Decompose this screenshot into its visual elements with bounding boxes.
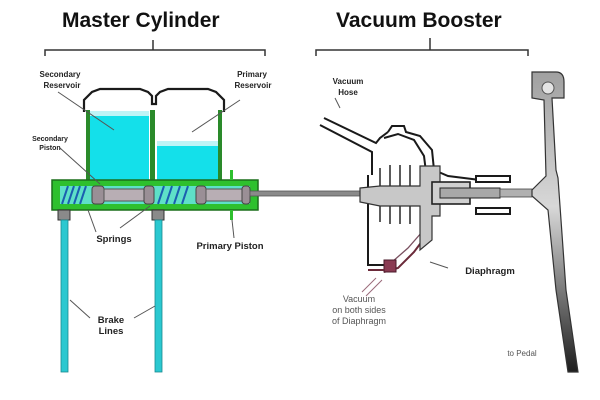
label-brake-lines-line2: Lines	[99, 326, 124, 337]
primary-spring	[157, 185, 189, 205]
title-master-cylinder: Master Cylinder	[62, 9, 220, 32]
label-vacuum-note-line3: of Diaphragm	[332, 316, 386, 326]
title-vacuum-booster: Vacuum Booster	[336, 9, 502, 32]
booster-piston-assembly	[359, 165, 533, 273]
reservoirs	[82, 87, 226, 182]
label-vacuum-note-line1: Vacuum	[343, 294, 375, 304]
label-secondary-piston-line2: Piston	[39, 145, 60, 152]
label-springs: Springs	[96, 234, 131, 245]
secondary-piston	[91, 185, 155, 205]
bracket-vacuum-booster	[315, 38, 529, 56]
label-vacuum-hose-line1: Vacuum	[333, 77, 364, 86]
label-primary-reservoir-line1: Primary	[237, 70, 267, 79]
pedal-rod	[499, 188, 533, 198]
label-brake-lines-line1: Brake	[98, 315, 124, 326]
secondary-spring	[61, 185, 87, 205]
label-vacuum-hose-line2: Hose	[338, 88, 358, 97]
label-diaphragm: Diaphragm	[465, 266, 515, 277]
label-to-pedal: to Pedal	[507, 349, 537, 358]
label-primary-reservoir-line2: Reservoir	[235, 81, 272, 90]
label-primary-piston: Primary Piston	[196, 241, 263, 252]
label-secondary-reservoir-line1: Secondary	[40, 70, 81, 79]
leader-lines	[57, 91, 449, 319]
push-rod	[249, 190, 361, 197]
reservoir-cap	[82, 87, 226, 112]
bracket-master-cylinder	[44, 40, 266, 56]
secondary-reservoir-fluid	[89, 115, 149, 181]
primary-piston	[195, 185, 251, 205]
primary-reservoir-fluid	[157, 145, 219, 181]
diaphragm-pad	[383, 259, 397, 273]
label-secondary-piston-line1: Secondary	[32, 136, 68, 143]
master-cylinder-body	[51, 170, 361, 220]
brake-lines	[57, 209, 165, 373]
label-vacuum-note-line2: on both sides	[332, 305, 386, 315]
brake-pedal	[531, 71, 579, 373]
label-secondary-reservoir-line2: Reservoir	[44, 81, 81, 90]
